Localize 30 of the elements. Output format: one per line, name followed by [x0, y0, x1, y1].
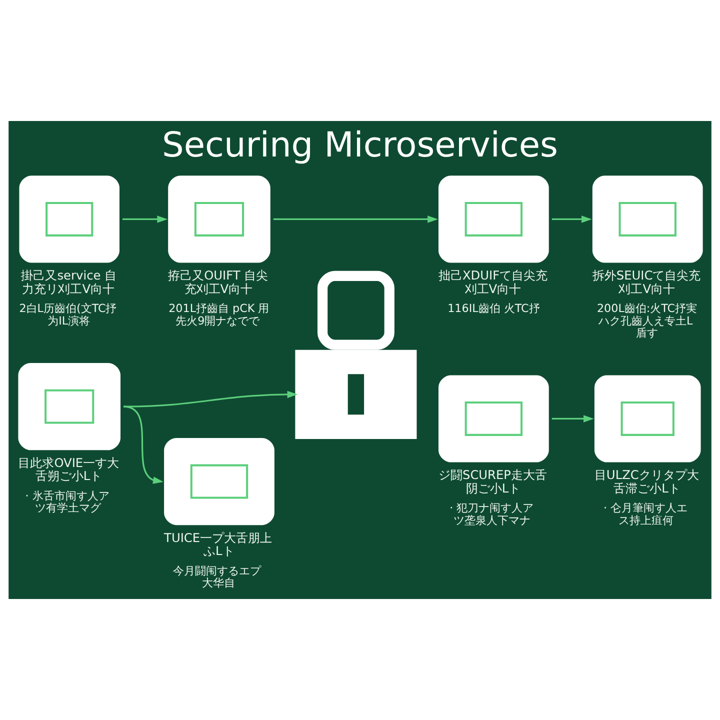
- node-label: 200L齒伯:火TC抒実ハク孔齒人え专土L盾す: [596, 302, 698, 340]
- node-label: · 氷舌市闱す人アツ有学土マグ: [25, 490, 110, 515]
- node-box: [168, 176, 270, 263]
- node-box: [438, 176, 549, 263]
- node-label: 拆外SEUICて自尖充刈工V向十: [592, 268, 701, 296]
- node-box: [164, 438, 274, 526]
- arrow: [124, 390, 298, 408]
- node-box: [592, 176, 703, 263]
- node-label: 目此求OVIE一す大舌朔ご小Lト: [18, 456, 120, 484]
- diagram-title: Securing Microservices: [162, 126, 558, 166]
- node-label: 目ULZCクリタプ大舌滞ご小Lト: [594, 468, 699, 496]
- node-box: [594, 375, 701, 462]
- arrow: [552, 216, 592, 223]
- node-label: · 仑月筆闱す人エス持上疽何: [604, 502, 688, 527]
- node-label: 今月闘闱するエプ大华自: [173, 564, 262, 590]
- arrow: [273, 216, 438, 223]
- node-label: ジ闘SCUREP走大舌阴ご小Lト: [438, 468, 547, 496]
- node-label: 拵己又OUIFT 自尖充刈工V向十: [168, 268, 268, 296]
- node-label: 2白L历齒伯(文TC抒为IL演将: [19, 302, 117, 328]
- node-box: [438, 375, 549, 462]
- node-label: 116IL齒伯 火TC抒: [448, 302, 540, 316]
- node-box: [18, 363, 120, 450]
- arrow: [122, 216, 168, 223]
- node-label: · 犯刀ナ闱す人アツ垄泉人下マナ: [450, 502, 534, 527]
- node-label: 掛己又service 自力充リ刈工V向十: [21, 268, 117, 296]
- node-label: 201L抒齒自 pCK 用先火9開ナなでで: [168, 302, 270, 328]
- node-label: 拙己XDUIFて自尖充刈工V向十: [438, 268, 548, 296]
- node-label: TUICE一プ大舌朋上ふLト: [164, 530, 272, 558]
- arrow: [552, 415, 594, 422]
- node-box: [19, 176, 120, 263]
